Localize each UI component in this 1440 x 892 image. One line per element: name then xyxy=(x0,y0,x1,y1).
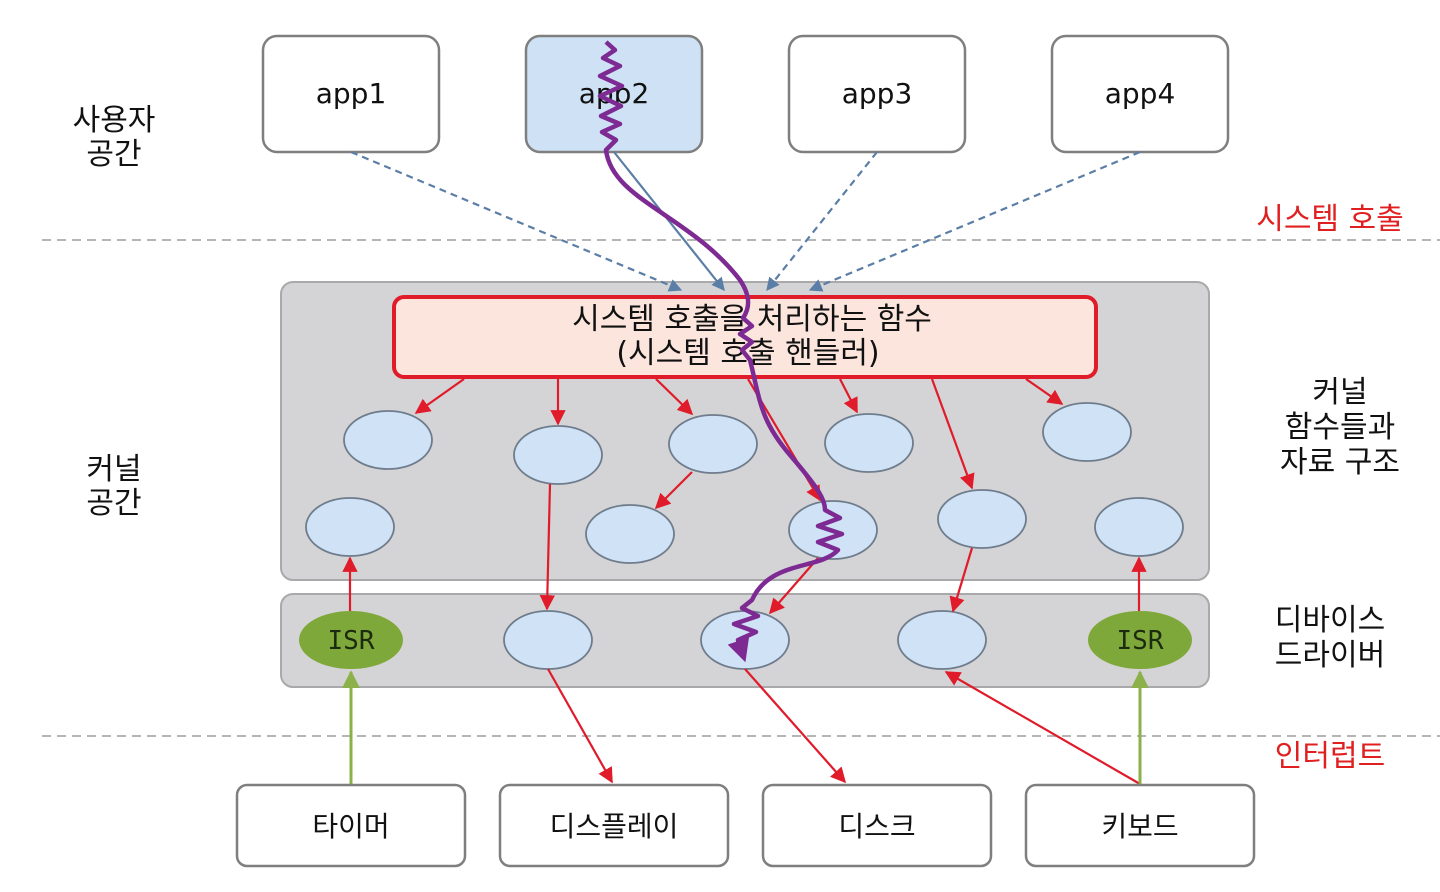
app3-label: app3 xyxy=(842,77,913,110)
svg-text:커널: 커널 xyxy=(86,452,141,487)
display-label: 디스플레이 xyxy=(550,810,679,843)
user-space-label: 사용자 공간 xyxy=(73,103,156,172)
isr-node-timer xyxy=(299,611,403,669)
kernel-node xyxy=(824,413,914,473)
kernel-node xyxy=(585,504,675,564)
svg-text:자료 구조: 자료 구조 xyxy=(1280,445,1400,480)
svg-text:함수들과: 함수들과 xyxy=(1285,410,1395,445)
svg-text:디바이스: 디바이스 xyxy=(1275,603,1385,638)
interrupt-label: 인터럽트 xyxy=(1275,739,1385,774)
svg-text:드라이버: 드라이버 xyxy=(1275,638,1385,673)
app1-box: app1 xyxy=(261,34,441,154)
driver-node xyxy=(503,610,593,670)
kernel-space-label: 커널 공간 xyxy=(86,452,141,521)
app4-box: app4 xyxy=(1050,34,1230,154)
timer-label: 타이머 xyxy=(312,810,389,843)
app1-label: app1 xyxy=(316,77,387,110)
keyboard-label: 키보드 xyxy=(1101,810,1178,843)
isr-label-right: ISR xyxy=(1117,626,1164,656)
isr-node-keyboard xyxy=(1088,611,1192,669)
disk-label: 디스크 xyxy=(838,810,915,843)
display-device-box: 디스플레이 xyxy=(498,783,730,868)
driver-node xyxy=(897,610,987,670)
keyboard-device-box: 키보드 xyxy=(1024,783,1256,868)
system-call-arrows xyxy=(350,150,1141,292)
isr-label-left: ISR xyxy=(328,626,375,656)
system-call-handler-box: 시스템 호출을 처리하는 함수 (시스템 호출 핸들러) xyxy=(392,295,1098,379)
kernel-nodes xyxy=(305,402,1184,564)
svg-text:커널: 커널 xyxy=(1312,375,1367,410)
interrupt-arrows xyxy=(342,670,1149,784)
system-call-label: 시스템 호출 xyxy=(1256,202,1404,237)
kernel-call-arrows xyxy=(342,378,1147,615)
timer-device-box: 타이머 xyxy=(235,783,467,868)
app3-box: app3 xyxy=(787,34,967,154)
kernel-functions-label: 커널 함수들과 자료 구조 xyxy=(1280,375,1400,480)
kernel-node xyxy=(937,489,1027,549)
handler-line1: 시스템 호출을 처리하는 함수 xyxy=(572,302,932,337)
kernel-node xyxy=(1094,497,1184,557)
execution-path xyxy=(597,40,845,663)
svg-text:사용자: 사용자 xyxy=(73,103,156,138)
app2-box: app2 xyxy=(524,34,704,154)
svg-text:공간: 공간 xyxy=(86,486,141,521)
svg-text:공간: 공간 xyxy=(86,137,141,172)
kernel-node xyxy=(1042,402,1132,462)
kernel-node xyxy=(343,410,433,470)
kernel-node xyxy=(513,425,603,485)
app4-label: app4 xyxy=(1105,77,1176,110)
kernel-node xyxy=(305,497,395,557)
driver-device-arrows xyxy=(547,668,1141,785)
kernel-node xyxy=(668,414,758,474)
disk-device-box: 디스크 xyxy=(761,783,993,868)
device-driver-label: 디바이스 드라이버 xyxy=(1275,603,1385,673)
